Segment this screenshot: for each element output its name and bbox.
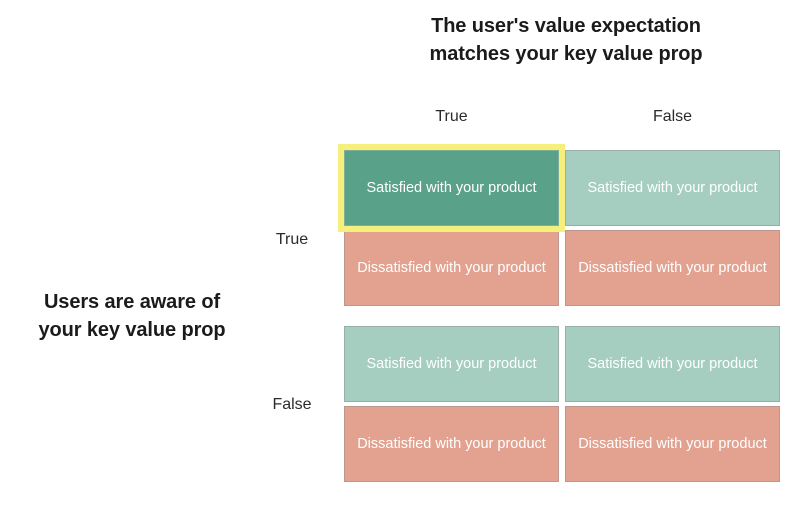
- column-tick-labels: True False: [344, 108, 780, 126]
- cell-dissatisfied-true-true[interactable]: Dissatisfied with your product: [344, 230, 559, 306]
- quadrant-true-false: Satisfied with your product Dissatisfied…: [565, 150, 780, 306]
- cell-label: Satisfied with your product: [366, 180, 537, 196]
- cell-satisfied-true-false[interactable]: Satisfied with your product: [565, 150, 780, 226]
- row-axis-title-line-1: Users are aware of: [43, 291, 221, 313]
- matrix-row-true: Satisfied with your product Dissatisfied…: [338, 144, 780, 306]
- cell-satisfied-true-true[interactable]: Satisfied with your product: [338, 144, 565, 232]
- column-axis-title-line-2: matches your key value prop: [429, 43, 703, 66]
- quadrant-false-true: Satisfied with your product Dissatisfied…: [344, 326, 559, 482]
- column-tick-false: False: [652, 108, 693, 125]
- cell-label: Dissatisfied with your product: [357, 436, 546, 452]
- row-tick-false: False: [272, 396, 312, 413]
- cell-label: Dissatisfied with your product: [578, 436, 767, 452]
- cell-label: Satisfied with your product: [587, 356, 758, 372]
- cell-label: Satisfied with your product: [366, 356, 537, 372]
- row-tick-true: True: [275, 231, 309, 248]
- cell-dissatisfied-true-false[interactable]: Dissatisfied with your product: [565, 230, 780, 306]
- cell-label: Satisfied with your product: [587, 180, 758, 196]
- quadrant-false-false: Satisfied with your product Dissatisfied…: [565, 326, 780, 482]
- cell-dissatisfied-false-false[interactable]: Dissatisfied with your product: [565, 406, 780, 482]
- column-axis-title-line-1: The user's value expectation: [431, 15, 701, 37]
- row-axis-title: Users are aware of your key value prop: [6, 288, 258, 345]
- cell-satisfied-false-false[interactable]: Satisfied with your product: [565, 326, 780, 402]
- cell-label: Dissatisfied with your product: [578, 260, 767, 276]
- matrix-grid: Satisfied with your product Dissatisfied…: [338, 144, 780, 482]
- cell-label: Dissatisfied with your product: [357, 260, 546, 276]
- column-axis-title: The user's value expectation matches you…: [340, 12, 792, 69]
- cell-satisfied-false-true[interactable]: Satisfied with your product: [344, 326, 559, 402]
- matrix-row-false: Satisfied with your product Dissatisfied…: [344, 326, 780, 482]
- cell-dissatisfied-false-true[interactable]: Dissatisfied with your product: [344, 406, 559, 482]
- column-tick-true: True: [435, 108, 468, 125]
- row-axis-title-line-2: your key value prop: [38, 319, 226, 342]
- quadrant-true-true: Satisfied with your product Dissatisfied…: [338, 144, 565, 306]
